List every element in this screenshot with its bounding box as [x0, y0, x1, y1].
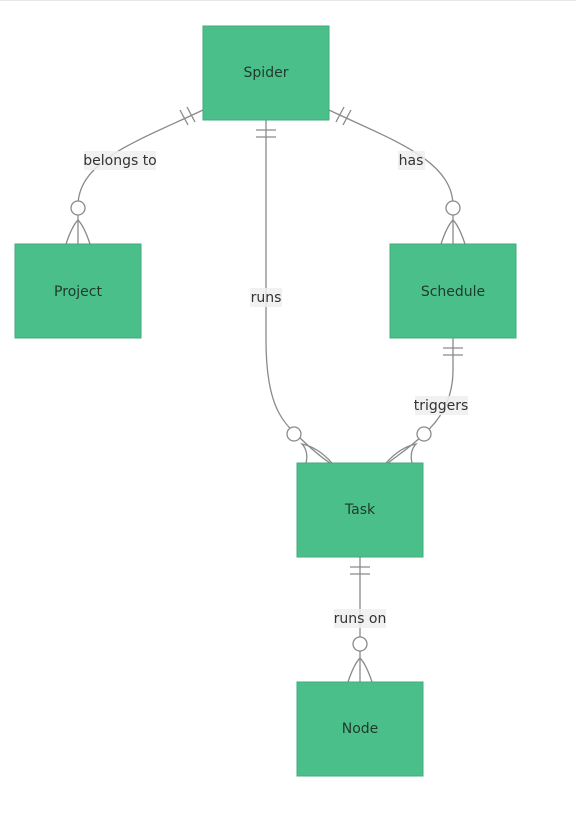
marker-one-spider-task: [256, 129, 276, 138]
marker-many-task-from-schedule: [385, 426, 432, 464]
entity-spider[interactable]: Spider: [202, 25, 330, 121]
top-divider: [0, 0, 576, 1]
entity-spider-label: Spider: [244, 65, 289, 81]
edge-spider-project[interactable]: [77, 109, 204, 244]
entity-project[interactable]: Project: [14, 243, 142, 339]
marker-many-schedule: [440, 200, 466, 245]
rel-label-runs-on: runs on: [334, 611, 387, 627]
rel-label-runs: runs: [251, 290, 282, 306]
entity-schedule-label: Schedule: [421, 284, 485, 300]
entity-schedule[interactable]: Schedule: [389, 243, 517, 339]
entity-project-label: Project: [54, 284, 102, 300]
entity-task-label: Task: [344, 502, 376, 518]
label-has: has: [398, 151, 425, 170]
marker-many-project: [65, 200, 91, 245]
marker-one-spider-schedule: [335, 106, 352, 126]
label-belongs-to: belongs to: [83, 151, 157, 170]
entity-node-label: Node: [342, 721, 379, 737]
marker-one-schedule-task: [443, 347, 463, 356]
entity-task[interactable]: Task: [296, 462, 424, 558]
marker-one-task-node: [350, 566, 370, 575]
label-runs-on: runs on: [334, 609, 387, 628]
entity-node[interactable]: Node: [296, 681, 424, 777]
rel-label-has: has: [399, 153, 424, 169]
marker-many-node: [347, 636, 373, 683]
marker-many-task-from-spider: [286, 426, 333, 464]
label-runs: runs: [250, 288, 282, 307]
label-triggers: triggers: [414, 396, 469, 415]
marker-one-spider-project: [179, 106, 196, 126]
rel-label-triggers: triggers: [414, 398, 469, 414]
rel-label-belongs-to: belongs to: [83, 153, 157, 169]
edge-spider-schedule[interactable]: [328, 109, 454, 244]
